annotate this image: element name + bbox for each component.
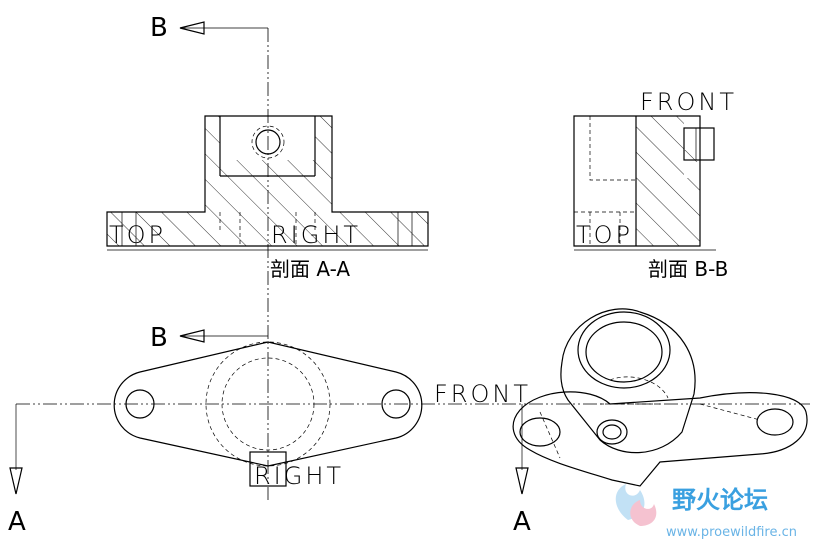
section-view-a-a [106,115,429,251]
section-mark-b-bottom: B [150,323,168,353]
section-view-b-b [573,115,716,251]
flame-logo-icon [615,484,657,526]
section-mark-a-left: A [8,507,26,537]
section-mark-b-top: B [150,13,168,43]
section-b-b-title: 剖面 B-B [648,257,728,281]
section-arrows [9,21,529,495]
section-a-a-title: 剖面 A-A [270,257,350,281]
datum-top-label-b: TOP [576,221,633,249]
datum-top-label: TOP [109,221,166,249]
watermark-url: www.proewildfire.cn [666,525,797,540]
center-lines [16,28,810,500]
section-mark-a-right: A [513,507,531,537]
plan-datum-front-label: FRONT [434,380,531,408]
watermark-title: 野火论坛 [672,486,768,514]
datum-right-label: RIGHT [271,221,361,249]
datum-front-label: FRONT [640,88,737,116]
plan-datum-right-label: RIGHT [254,462,344,490]
watermark: 野火论坛 www.proewildfire.cn [615,484,797,540]
isometric-view [512,308,808,487]
